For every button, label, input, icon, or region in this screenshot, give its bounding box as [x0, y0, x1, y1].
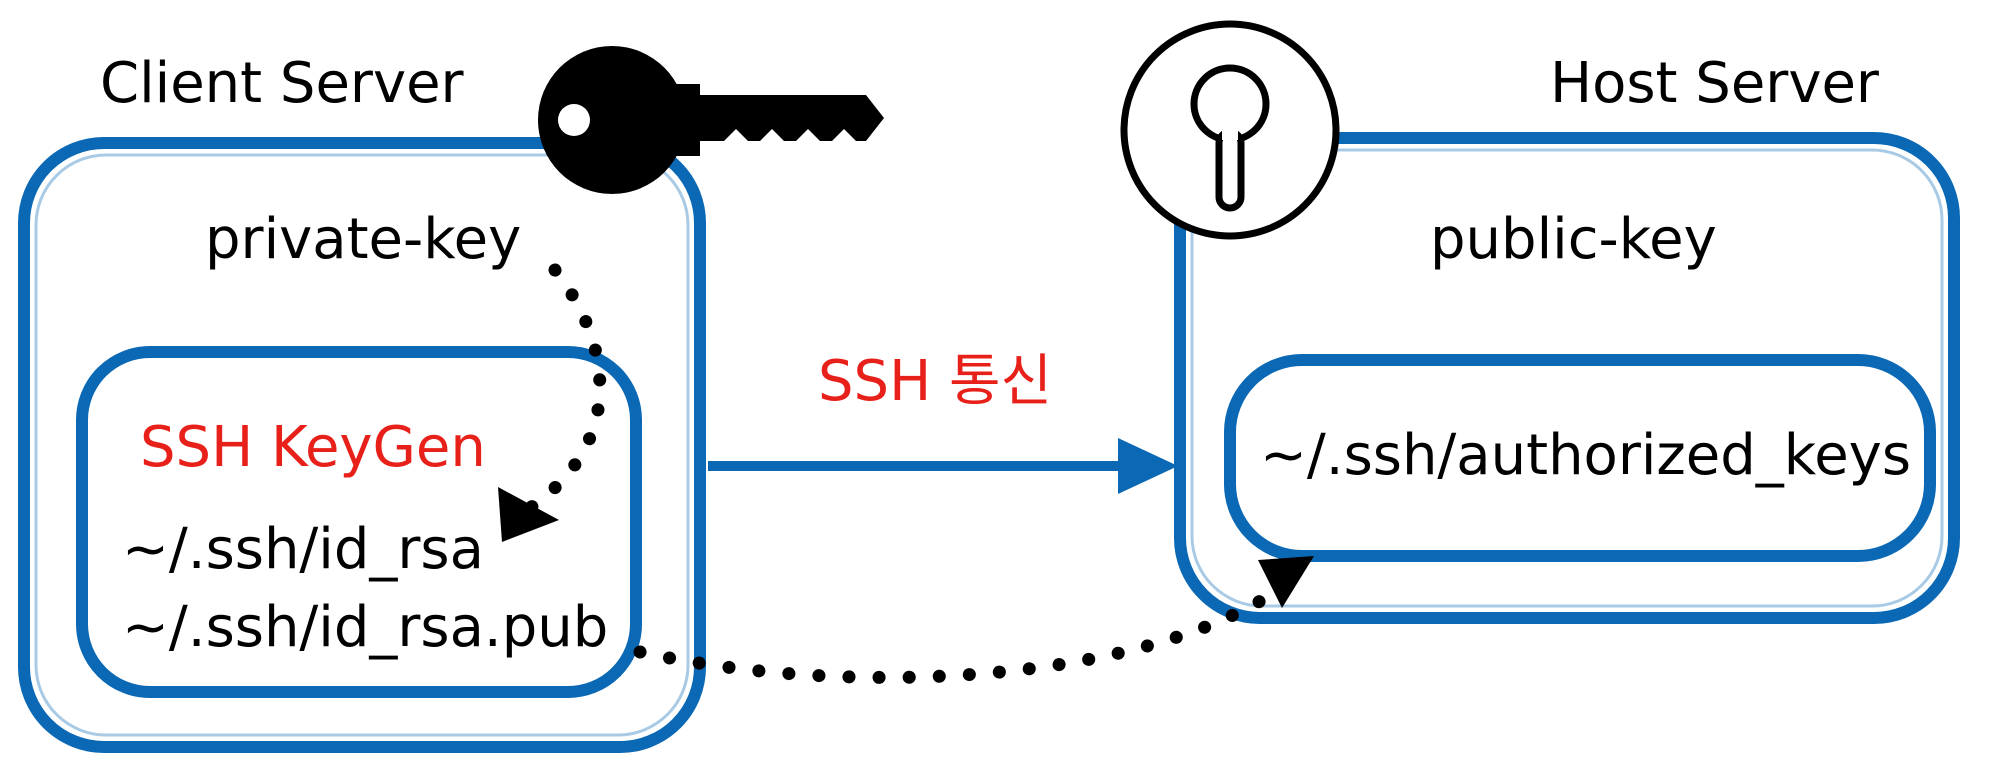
keygen-box	[76, 346, 642, 698]
id-rsa-pub-file-label: ~/.ssh/id_rsa.pub	[122, 595, 609, 660]
client-server-title: Client Server	[100, 51, 464, 116]
host-server-title: Host Server	[1550, 51, 1879, 116]
authorized-keys-file-label: ~/.ssh/authorized_keys	[1260, 423, 1911, 488]
ssh-connection-arrow	[708, 438, 1178, 494]
id-rsa-file-label: ~/.ssh/id_rsa	[122, 517, 484, 582]
ssh-communication-label: SSH 통신	[818, 349, 1053, 414]
client-server-box	[18, 137, 706, 753]
public-key-label: public-key	[1430, 207, 1717, 272]
public-key-flow-arrow	[633, 556, 1314, 684]
host-server-box	[1174, 132, 1960, 624]
authorized-keys-box	[1224, 354, 1936, 562]
ssh-keygen-label: SSH KeyGen	[140, 415, 486, 480]
private-key-flow-arrow	[498, 263, 607, 542]
private-key-label: private-key	[205, 207, 522, 272]
keyhole-lock-icon	[1120, 20, 1340, 240]
key-icon	[538, 46, 884, 194]
